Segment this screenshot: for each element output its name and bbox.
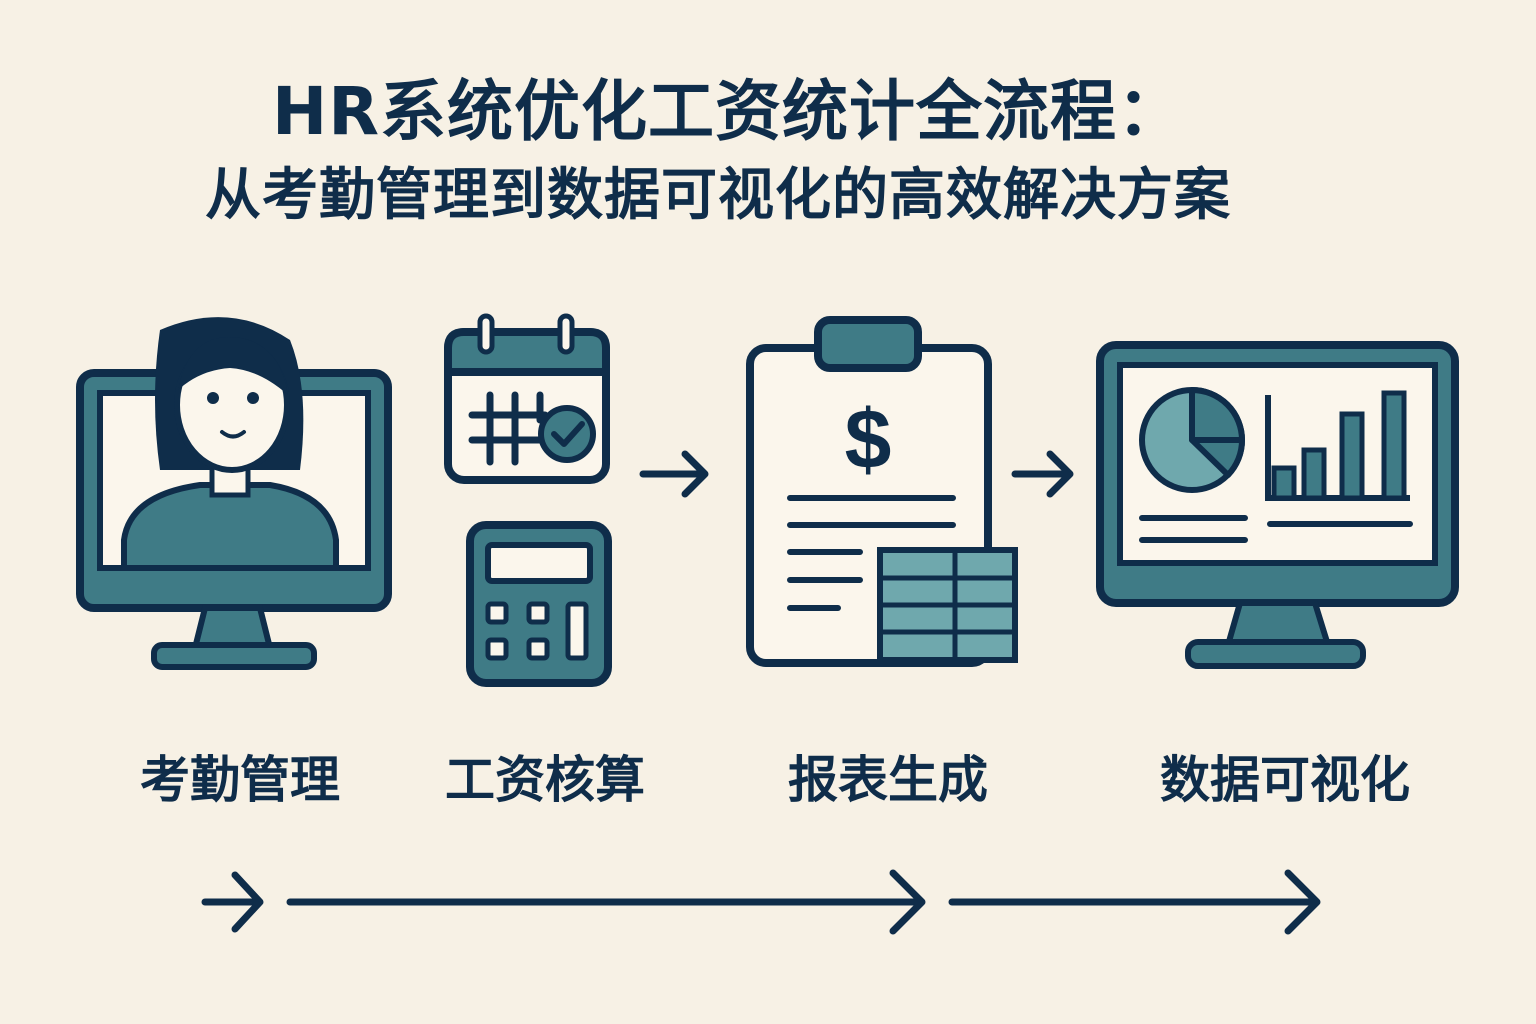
step-label-visualization: 数据可视化 — [1160, 751, 1410, 809]
step-label-report: 报表生成 — [788, 751, 988, 809]
step-label-attendance: 考勤管理 — [140, 751, 340, 809]
title-line-2: 从考勤管理到数据可视化的高效解决方案 — [205, 163, 1231, 228]
step-label-payroll: 工资核算 — [445, 751, 645, 809]
arrow-icon — [201, 871, 264, 933]
person-monitor-icon — [76, 317, 392, 670]
svg-text:$: $ — [845, 392, 892, 486]
calculator-icon — [466, 521, 612, 687]
dashboard-monitor-icon — [1096, 341, 1459, 669]
calendar-check-icon — [444, 313, 610, 484]
payroll-clipboard-icon: $ — [746, 316, 1018, 667]
arrow-icon — [1011, 450, 1074, 498]
title-line-1: HR系统优化工资统计全流程： — [271, 73, 1185, 150]
long-arrow-icon — [286, 869, 926, 935]
long-arrow-icon — [948, 869, 1321, 935]
arrow-icon — [639, 450, 709, 498]
